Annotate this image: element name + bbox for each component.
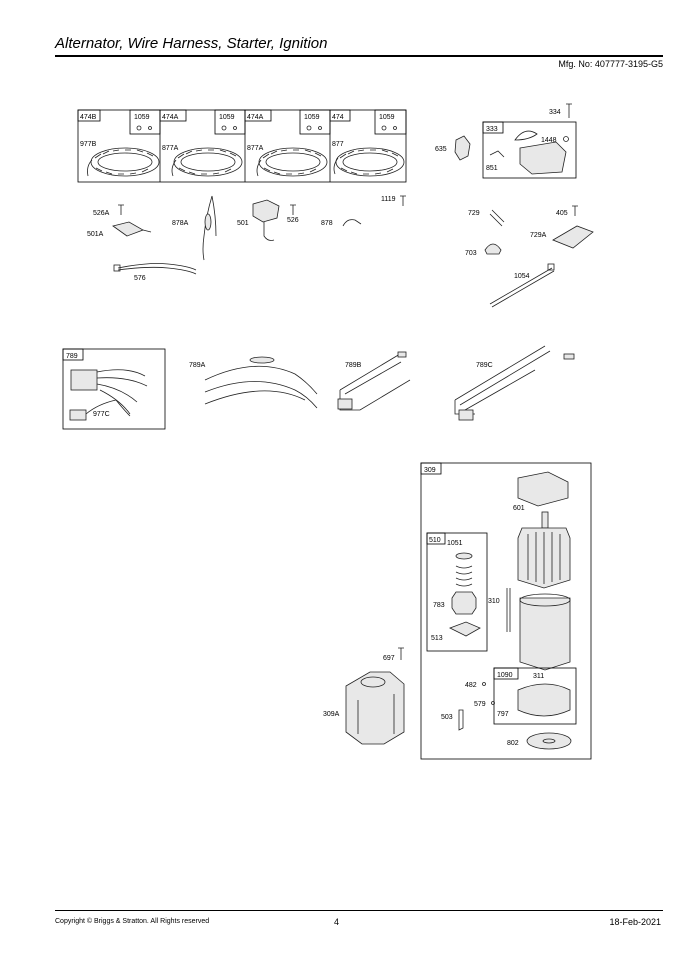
starter-motor-icon xyxy=(345,671,405,745)
diode-lead-icon xyxy=(202,195,217,261)
label-474a: 474A xyxy=(247,114,264,121)
end-cap-box xyxy=(493,667,577,725)
bracket-icon xyxy=(552,225,594,249)
spark-plug-boot-icon xyxy=(454,135,471,161)
stator-icon xyxy=(333,147,405,177)
page-title: Alternator, Wire Harness, Starter, Ignit… xyxy=(55,35,328,52)
label-729: 729 xyxy=(468,210,480,217)
harness-cable-icon xyxy=(117,263,197,275)
end-cap-icon xyxy=(526,732,572,750)
label-334: 334 xyxy=(549,109,561,116)
label-789c: 789C xyxy=(476,362,493,369)
label-474: 474 xyxy=(332,114,344,121)
clip-icon xyxy=(489,209,505,227)
label-1059: 1059 xyxy=(134,114,150,121)
motor-housing-icon xyxy=(519,597,571,671)
drive-kit-box xyxy=(426,532,488,652)
label-977c: 977C xyxy=(93,411,110,418)
wire-harness-icon xyxy=(454,345,551,415)
harness-group: 789 977C 789A 789B 789C xyxy=(62,345,575,430)
label-333: 333 xyxy=(486,126,498,133)
mfg-number: Mfg. No: 407777-3195-G5 xyxy=(558,59,663,69)
footer-date: 18-Feb-2021 xyxy=(609,917,661,927)
starter-bracket-icon xyxy=(517,471,569,507)
label-789a: 789A xyxy=(189,362,206,369)
label-729a: 729A xyxy=(530,232,547,239)
label-1090: 1090 xyxy=(497,672,513,679)
label-703: 703 xyxy=(465,250,477,257)
label-783: 783 xyxy=(433,602,445,609)
ignition-armature-icon xyxy=(519,141,567,175)
cable-tie-icon xyxy=(489,267,555,308)
alternator-group: 474B 1059 474A 1059 474A 1059 474 1059 9… xyxy=(77,109,407,183)
wire-lead-icon xyxy=(342,219,362,227)
label-474b: 474B xyxy=(80,114,97,121)
label-503: 503 xyxy=(441,714,453,721)
label-1059: 1059 xyxy=(219,114,235,121)
stator-icon xyxy=(171,147,243,177)
label-697: 697 xyxy=(383,655,395,662)
copyright-text: Copyright © Briggs & Stratton. All Right… xyxy=(55,918,210,925)
rectifier-icon xyxy=(112,221,144,237)
label-482: 482 xyxy=(465,682,477,689)
label-501: 501 xyxy=(237,220,249,227)
label-474a: 474A xyxy=(162,114,179,121)
label-309: 309 xyxy=(424,467,436,474)
label-977b: 977B xyxy=(80,141,97,148)
label-1054: 1054 xyxy=(514,273,530,280)
starter-group: 309 601 510 1051 783 513 310 1090 311 79… xyxy=(420,462,592,760)
label-635: 635 xyxy=(435,146,447,153)
label-878: 878 xyxy=(321,220,333,227)
label-576: 576 xyxy=(134,275,146,282)
footer-rule xyxy=(55,910,663,911)
ignition-group: 334 333 1448 851 635 1119 xyxy=(381,103,577,206)
label-877a: 877A xyxy=(162,145,179,152)
stator-icon xyxy=(87,147,160,177)
connector-icon xyxy=(70,369,98,391)
regulator-group: 526A 501A 878A 501 526 878 576 xyxy=(87,195,362,282)
label-309a: 309A xyxy=(323,711,340,718)
label-1059: 1059 xyxy=(304,114,320,121)
label-501a: 501A xyxy=(87,231,104,238)
label-405: 405 xyxy=(556,210,568,217)
clamp-icon xyxy=(484,243,502,255)
starter-box xyxy=(420,462,592,760)
label-797: 797 xyxy=(497,711,509,718)
label-1119: 1119 xyxy=(381,196,396,203)
label-1051: 1051 xyxy=(447,540,463,547)
label-510: 510 xyxy=(429,537,441,544)
label-579: 579 xyxy=(474,701,486,708)
brush-plate-icon xyxy=(517,683,571,717)
label-802: 802 xyxy=(507,740,519,747)
label-310: 310 xyxy=(488,598,500,605)
label-1059: 1059 xyxy=(379,114,395,121)
label-513: 513 xyxy=(431,635,443,642)
label-789b: 789B xyxy=(345,362,362,369)
label-1448: 1448 xyxy=(541,137,557,144)
label-877: 877 xyxy=(332,141,344,148)
wire-harness-icon xyxy=(204,365,318,409)
harness-box xyxy=(62,348,166,430)
label-311: 311 xyxy=(533,673,544,680)
armature-box xyxy=(482,121,577,179)
page-number: 4 xyxy=(334,917,340,927)
header-rule xyxy=(55,55,663,57)
misc-parts-group: 729 405 729A 703 1054 xyxy=(465,205,594,308)
label-526a: 526A xyxy=(93,210,110,217)
regulator-icon xyxy=(252,199,280,223)
label-851: 851 xyxy=(486,165,498,172)
label-789: 789 xyxy=(66,353,78,360)
label-877a: 877A xyxy=(247,145,264,152)
label-878a: 878A xyxy=(172,220,189,227)
starter-assembly-group: 697 309A xyxy=(323,647,405,745)
stator-icon xyxy=(256,147,328,177)
label-526: 526 xyxy=(287,217,299,224)
gear-icon xyxy=(451,591,477,615)
label-601: 601 xyxy=(513,505,525,512)
